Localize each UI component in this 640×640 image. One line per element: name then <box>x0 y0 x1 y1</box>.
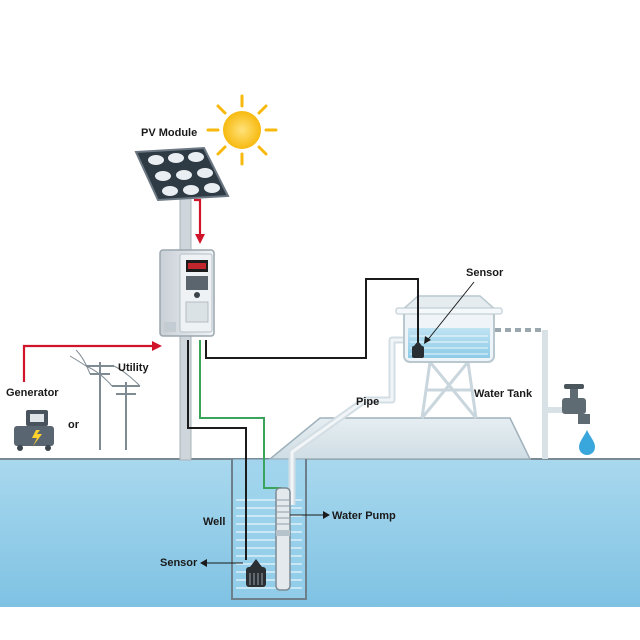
tank-sensor-wire <box>205 278 419 359</box>
ac-input-wire <box>22 341 162 382</box>
water-pump-label: Water Pump <box>332 510 396 522</box>
power-pylon-icon <box>69 349 141 450</box>
tank-mound <box>267 417 532 460</box>
water-tank-label: Water Tank <box>474 388 533 400</box>
pv-module-label: PV Module <box>141 127 197 139</box>
water-tank <box>395 295 503 419</box>
sun-icon <box>206 94 278 166</box>
generator-icon <box>14 410 54 451</box>
dc-power-wire <box>194 198 205 244</box>
water-pipe <box>288 336 410 505</box>
well-label: Well <box>203 516 225 528</box>
pipe-label: Pipe <box>356 396 379 408</box>
well-sensor-wire <box>187 340 247 560</box>
submersible-pump-icon <box>275 487 291 591</box>
tank-level-sensor-icon <box>412 341 424 358</box>
utility-label: Utility <box>118 362 149 374</box>
level-sensor-icon <box>246 559 266 587</box>
or-label: or <box>68 419 80 431</box>
pump-power-wire <box>199 340 282 489</box>
generator-label: Generator <box>6 387 59 399</box>
tank-sensor-label: Sensor <box>466 267 504 279</box>
solar-panel-icon <box>134 146 230 202</box>
well-sensor-label: Sensor <box>160 557 198 569</box>
faucet-icon <box>562 384 590 424</box>
callout-arrows <box>200 281 475 567</box>
inverter-drive-icon <box>159 249 215 337</box>
well-shaft <box>231 459 307 600</box>
water-drop-icon <box>579 430 595 455</box>
ground-water-body <box>0 458 640 607</box>
